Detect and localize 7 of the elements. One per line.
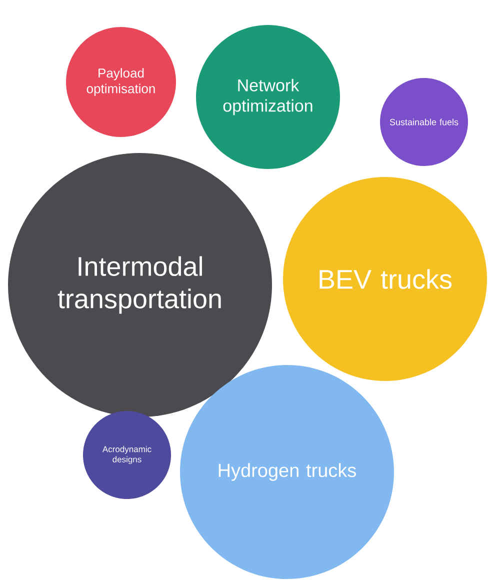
bubble: Sustainable fuels [380,78,468,166]
bubble: Intermodal transportation [8,153,272,417]
bubble: Acrodynamic designs [83,411,171,499]
bubble: Payload optimisation [66,27,176,137]
bubble: Network optimization [196,25,340,169]
bubble: Hydrogen trucks [180,365,394,579]
bubble: BEV trucks [283,177,487,381]
